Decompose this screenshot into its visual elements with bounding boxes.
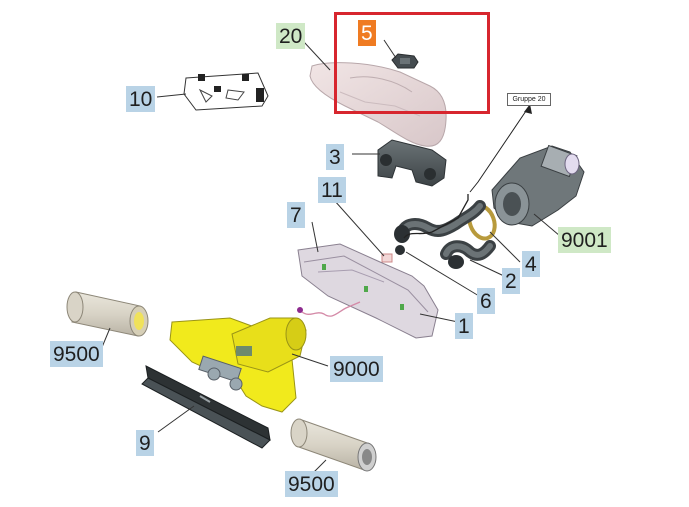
- hose-upper-part: [394, 200, 486, 243]
- callout-9500-lower: 9500: [285, 471, 338, 497]
- callout-20: 20: [276, 23, 306, 49]
- pump-housing-part: [491, 144, 585, 227]
- leader-lines: [99, 39, 561, 473]
- hose-lower-part: [440, 240, 496, 269]
- squeegee-part: [141, 365, 271, 449]
- motor-assembly-part: [169, 317, 307, 413]
- highlight-box: [334, 12, 490, 114]
- callout-9000: 9000: [330, 356, 383, 382]
- clip-part: [391, 53, 419, 69]
- callout-10: 10: [126, 86, 156, 112]
- cable-part: [403, 104, 532, 239]
- group-20-tag: Gruppe 20: [507, 93, 551, 106]
- callout-1: 1: [455, 313, 473, 339]
- valve-part: [395, 245, 405, 255]
- roller-lower-part: [290, 418, 377, 472]
- callout-5: 5: [358, 20, 376, 46]
- base-frame-part: [297, 243, 439, 339]
- callout-7: 7: [287, 202, 305, 228]
- callout-9001: 9001: [558, 227, 611, 253]
- sticker-part: [183, 72, 269, 111]
- roller-upper-part: [66, 291, 149, 337]
- pin-part: [381, 253, 393, 263]
- callout-9500-upper: 9500: [50, 341, 103, 367]
- callout-9: 9: [136, 430, 154, 456]
- wire-part: [297, 301, 361, 317]
- callout-11: 11: [318, 177, 346, 203]
- bracket-part: [377, 139, 447, 187]
- callout-3: 3: [326, 144, 344, 170]
- callout-4: 4: [522, 251, 540, 277]
- callout-6: 6: [477, 288, 495, 314]
- callout-2: 2: [502, 268, 520, 294]
